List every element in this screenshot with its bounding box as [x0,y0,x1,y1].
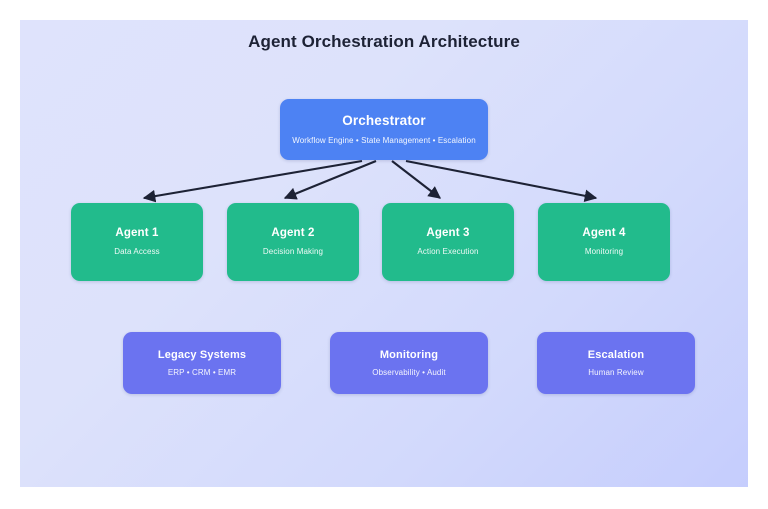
edge-orchestrator-to-agent-3 [391,160,441,199]
node-agent-3-subtitle: Action Execution [417,247,479,257]
page-title: Agent Orchestration Architecture [248,32,520,51]
node-agent-4-subtitle: Monitoring [584,247,624,257]
node-agent-3[interactable]: Agent 3 Action Execution [382,203,514,281]
diagram-panel: Agent Orchestration Architecture Orchest… [20,20,748,487]
node-escalation[interactable]: Escalation Human Review [537,332,695,394]
node-agent-2-subtitle: Decision Making [262,247,324,257]
edge-orchestrator-to-agent-1 [142,159,363,203]
edge-orchestrator-to-agent-4 [405,159,598,203]
node-legacy-systems-title: Legacy Systems [157,348,247,361]
node-monitoring-subtitle: Observability • Audit [372,367,446,377]
node-agent-1-title: Agent 1 [115,227,159,240]
node-agent-3-title: Agent 3 [426,227,470,240]
node-agent-1-subtitle: Data Access [114,247,160,257]
node-legacy-systems[interactable]: Legacy Systems ERP • CRM • EMR [123,332,281,394]
node-agent-2-title: Agent 2 [271,227,315,240]
node-agent-1[interactable]: Agent 1 Data Access [71,203,203,281]
node-orchestrator-subtitle: Workflow Engine • State Management • Esc… [292,136,476,146]
node-agent-2[interactable]: Agent 2 Decision Making [227,203,359,281]
node-orchestrator-title: Orchestrator [342,113,426,129]
node-agent-4-title: Agent 4 [582,227,626,240]
node-orchestrator[interactable]: Orchestrator Workflow Engine • State Man… [280,99,488,160]
node-escalation-subtitle: Human Review [588,367,644,377]
node-escalation-title: Escalation [587,348,645,361]
edge-orchestrator-to-agent-2 [283,160,377,200]
node-legacy-systems-subtitle: ERP • CRM • EMR [167,367,237,377]
node-agent-4[interactable]: Agent 4 Monitoring [538,203,670,281]
node-monitoring[interactable]: Monitoring Observability • Audit [330,332,488,394]
node-monitoring-title: Monitoring [379,348,439,361]
